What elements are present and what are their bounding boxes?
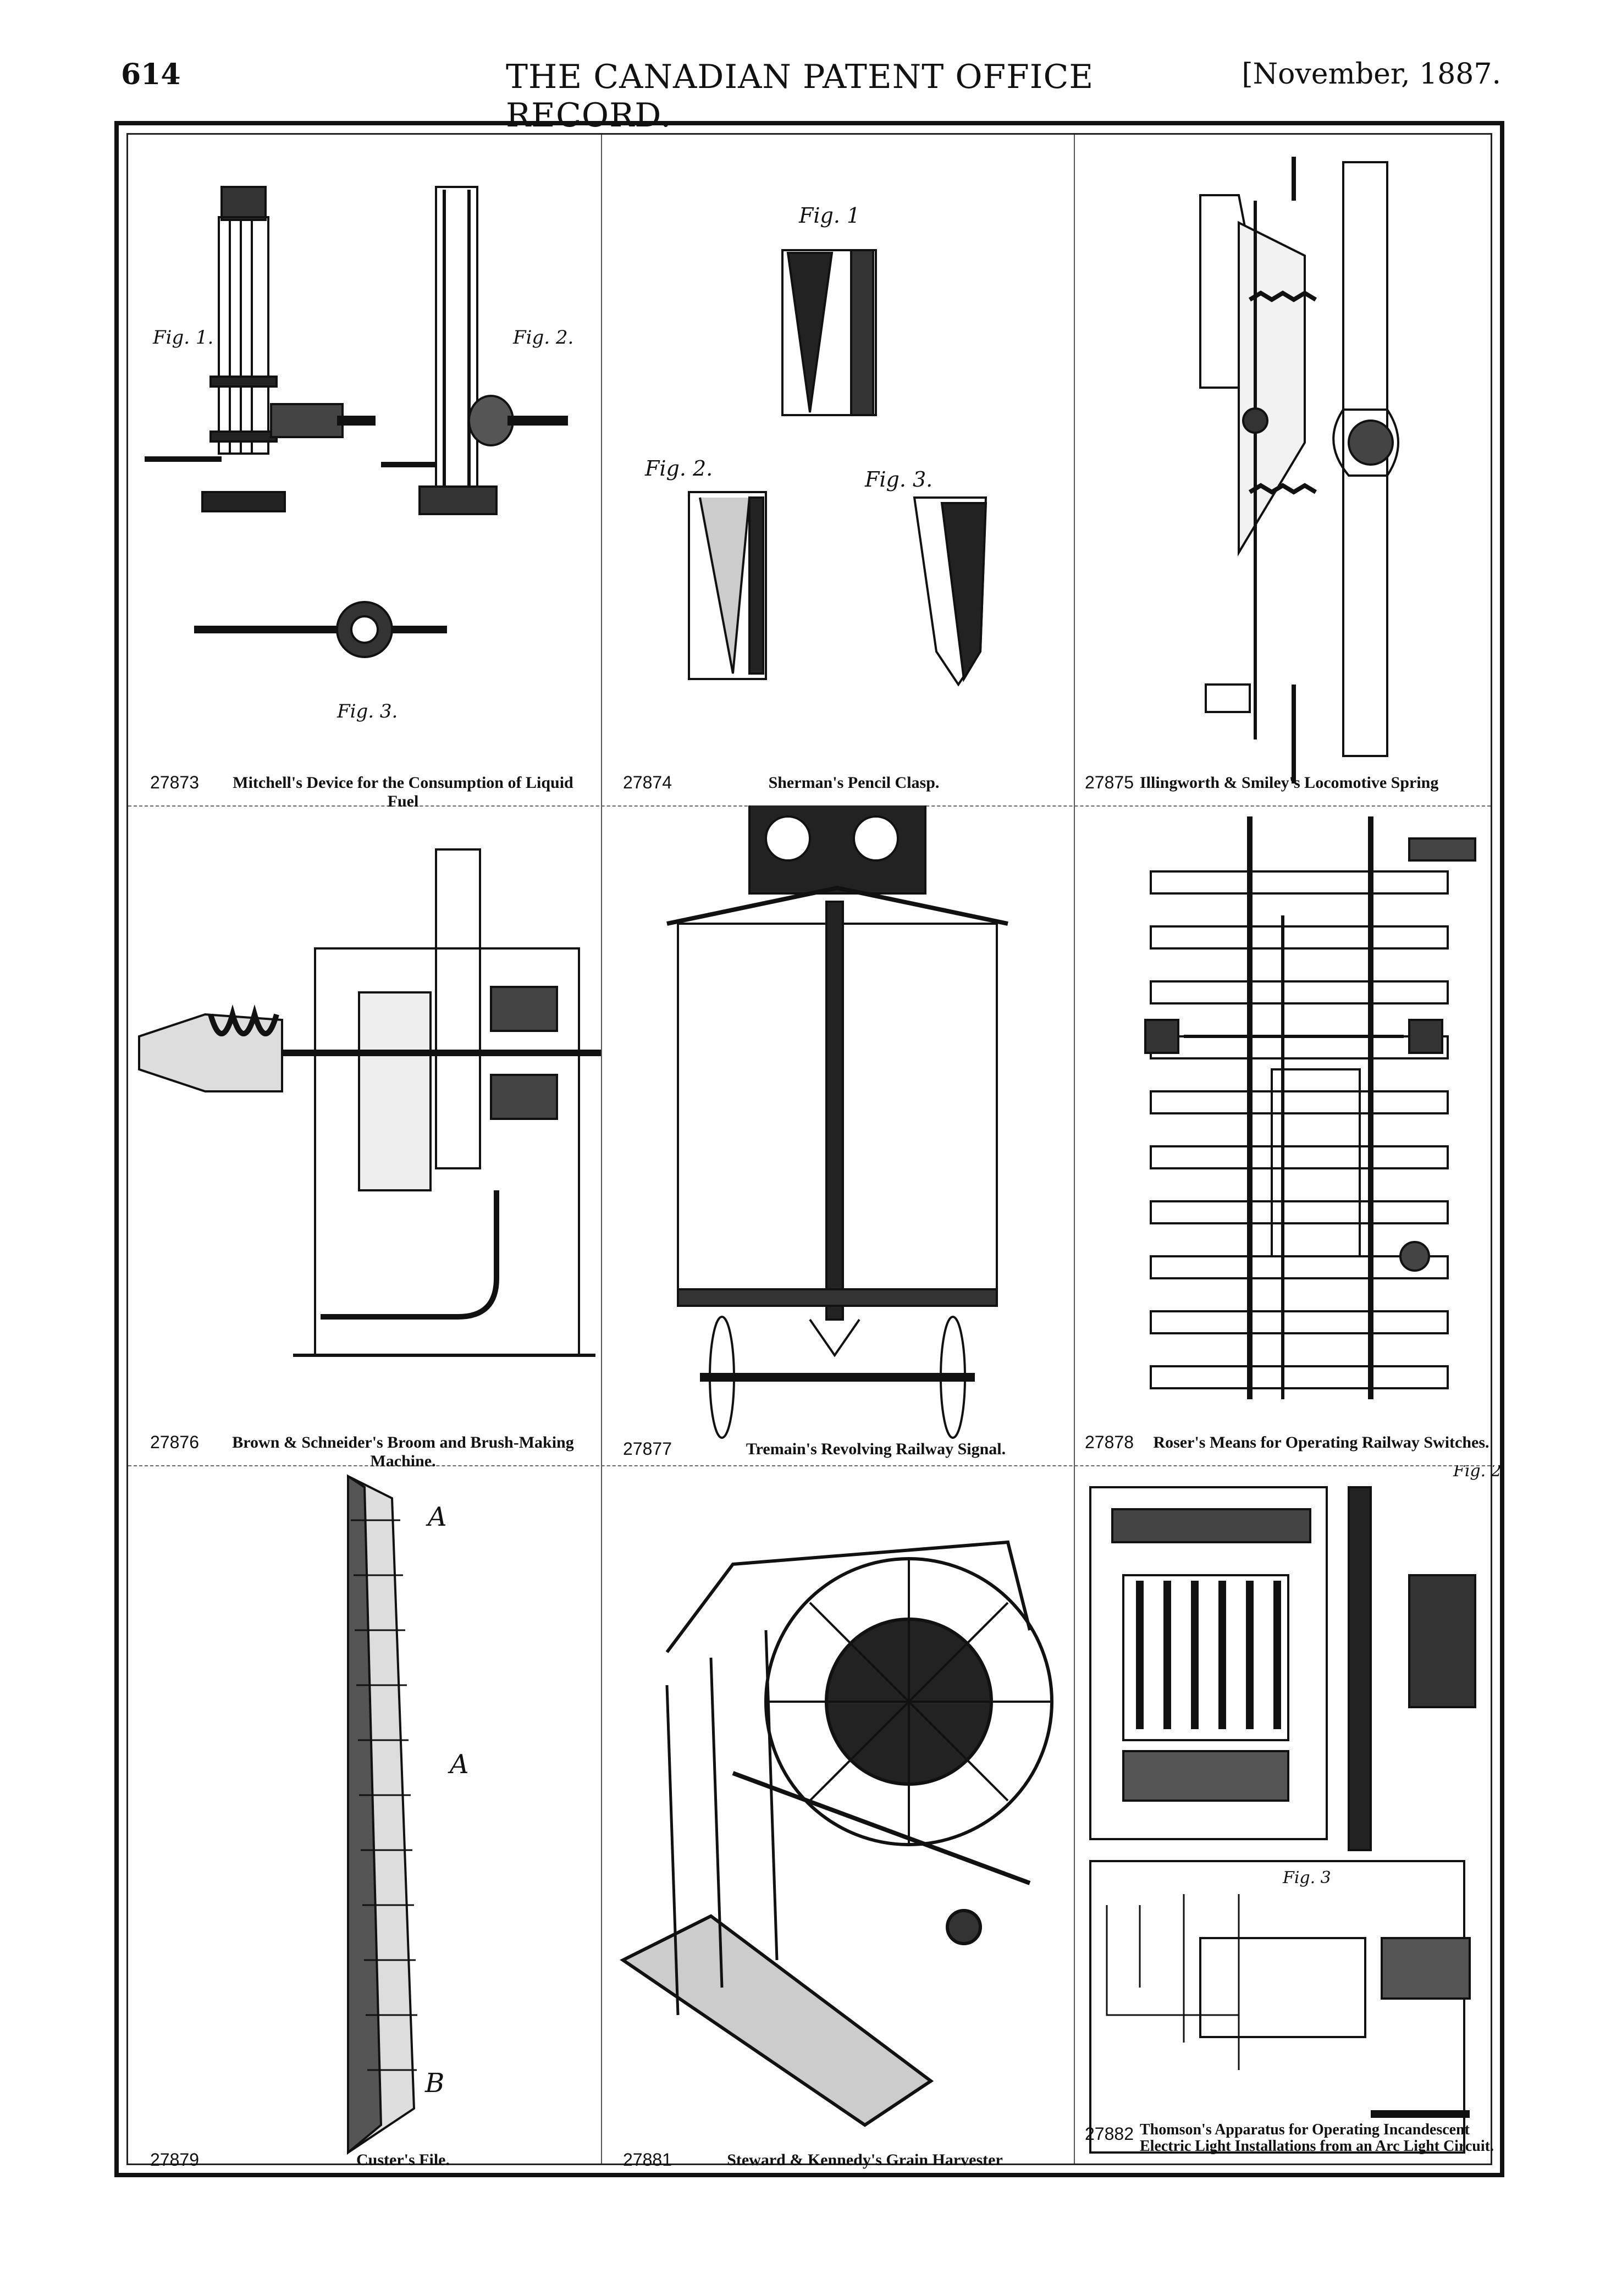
fig-2-label: Fig. 2. (512, 327, 573, 349)
patent-cell-27873: Fig. 1. Fig. 2. Fig. 3. 27873 Mitchell's… (128, 135, 601, 810)
patent-caption: Brown & Schneider's Broom and Brush-Maki… (232, 1433, 574, 1470)
fig-1-label: Fig. 1 (798, 203, 860, 228)
patent-number: 27875 (1085, 772, 1134, 792)
electric-light-apparatus-drawing: Fig. 2 Fig. 3 (1089, 1465, 1502, 2154)
patent-caption: Roser's Means for Operating Railway Swit… (1153, 1433, 1489, 1451)
revolving-railway-signal-drawing (666, 805, 1008, 1439)
svg-text:A: A (426, 1502, 447, 1532)
fig-2-label: Fig. 2 (1453, 1465, 1502, 1481)
patent-caption: Illingworth & Smiley's Locomotive Spring (1140, 774, 1439, 792)
patent-caption: Tremain's Revolving Railway Signal. (746, 1440, 1006, 1458)
patent-cell-27874: Fig. 1 Fig. 2. Fig. 3. 27874 Sherman's P… (601, 135, 1074, 805)
file-drawing: A A B (347, 1474, 469, 2155)
fig-2-label: Fig. 2. (644, 456, 713, 481)
patent-cell-27879: A A B 27879 Custer's File. (128, 1465, 601, 2174)
patent-cell-27878: 27878 Roser's Means for Operating Railwa… (1074, 805, 1509, 1465)
liquid-fuel-device-drawing: Fig. 1. Fig. 2. Fig. 3. (145, 186, 573, 722)
patent-cell-27882: Fig. 2 Fig. 3 27882 Thomson's Apparatus … (1074, 1465, 1509, 2174)
column-divider (1074, 135, 1075, 2163)
patent-cell-27875: 27875 Illingworth & Smiley's Locomotive … (1074, 135, 1509, 805)
broom-making-machine-drawing (138, 848, 601, 1357)
patent-caption: Custer's File. (356, 2151, 450, 2169)
page-number: 614 (121, 58, 181, 91)
patent-number: 27882 (1085, 2124, 1134, 2144)
patent-caption: Steward & Kennedy's Grain Harvester (727, 2151, 1003, 2169)
locomotive-spring-drawing (1199, 157, 1399, 783)
patent-number: 27877 (623, 1439, 672, 1459)
grain-harvester-drawing (620, 1540, 1053, 2127)
fig-1-label: Fig. 1. (152, 327, 213, 349)
fig-3-label: Fig. 3. (864, 467, 933, 492)
column-divider (601, 135, 602, 2163)
patent-number: 27879 (150, 2150, 199, 2170)
row-divider (128, 1465, 1491, 1466)
patent-number: 27873 (150, 772, 199, 792)
patent-number: 27878 (1085, 1432, 1134, 1452)
svg-text:B: B (424, 2068, 444, 2099)
plate-inner-border: Fig. 1. Fig. 2. Fig. 3. 27873 Mitchell's… (126, 133, 1502, 2170)
patent-caption: Mitchell's Device for the Consumption of… (233, 774, 573, 810)
journal-title: THE CANADIAN PATENT OFFICE RECORD. (506, 58, 1094, 135)
railway-switch-drawing (1144, 816, 1476, 1399)
pencil-clasp-drawing: Fig. 1 Fig. 2. Fig. 3. (644, 203, 987, 687)
patent-caption: Thomson's Apparatus for Operating Incand… (1140, 2121, 1494, 2155)
patent-number: 27876 (150, 1432, 199, 1452)
patent-cell-27881: 27881 Steward & Kennedy's Grain Harveste… (601, 1465, 1074, 2174)
patent-number: 27881 (623, 2150, 672, 2170)
fig-3-label: Fig. 3. (336, 700, 398, 722)
patent-cell-27876: 27876 Brown & Schneider's Broom and Brus… (128, 805, 601, 1470)
issue-date: [November, 1887. (1242, 58, 1501, 91)
svg-text:A: A (448, 1749, 469, 1780)
patent-number: 27874 (623, 772, 672, 792)
patent-cell-27877: 27877 Tremain's Revolving Railway Signal… (601, 805, 1074, 1465)
patent-caption: Sherman's Pencil Clasp. (768, 774, 940, 792)
page-header: 614 THE CANADIAN PATENT OFFICE RECORD. [… (121, 58, 1501, 135)
fig-3-label: Fig. 3 (1282, 1868, 1331, 1887)
plate-frame: Fig. 1. Fig. 2. Fig. 3. 27873 Mitchell's… (114, 121, 1504, 2177)
